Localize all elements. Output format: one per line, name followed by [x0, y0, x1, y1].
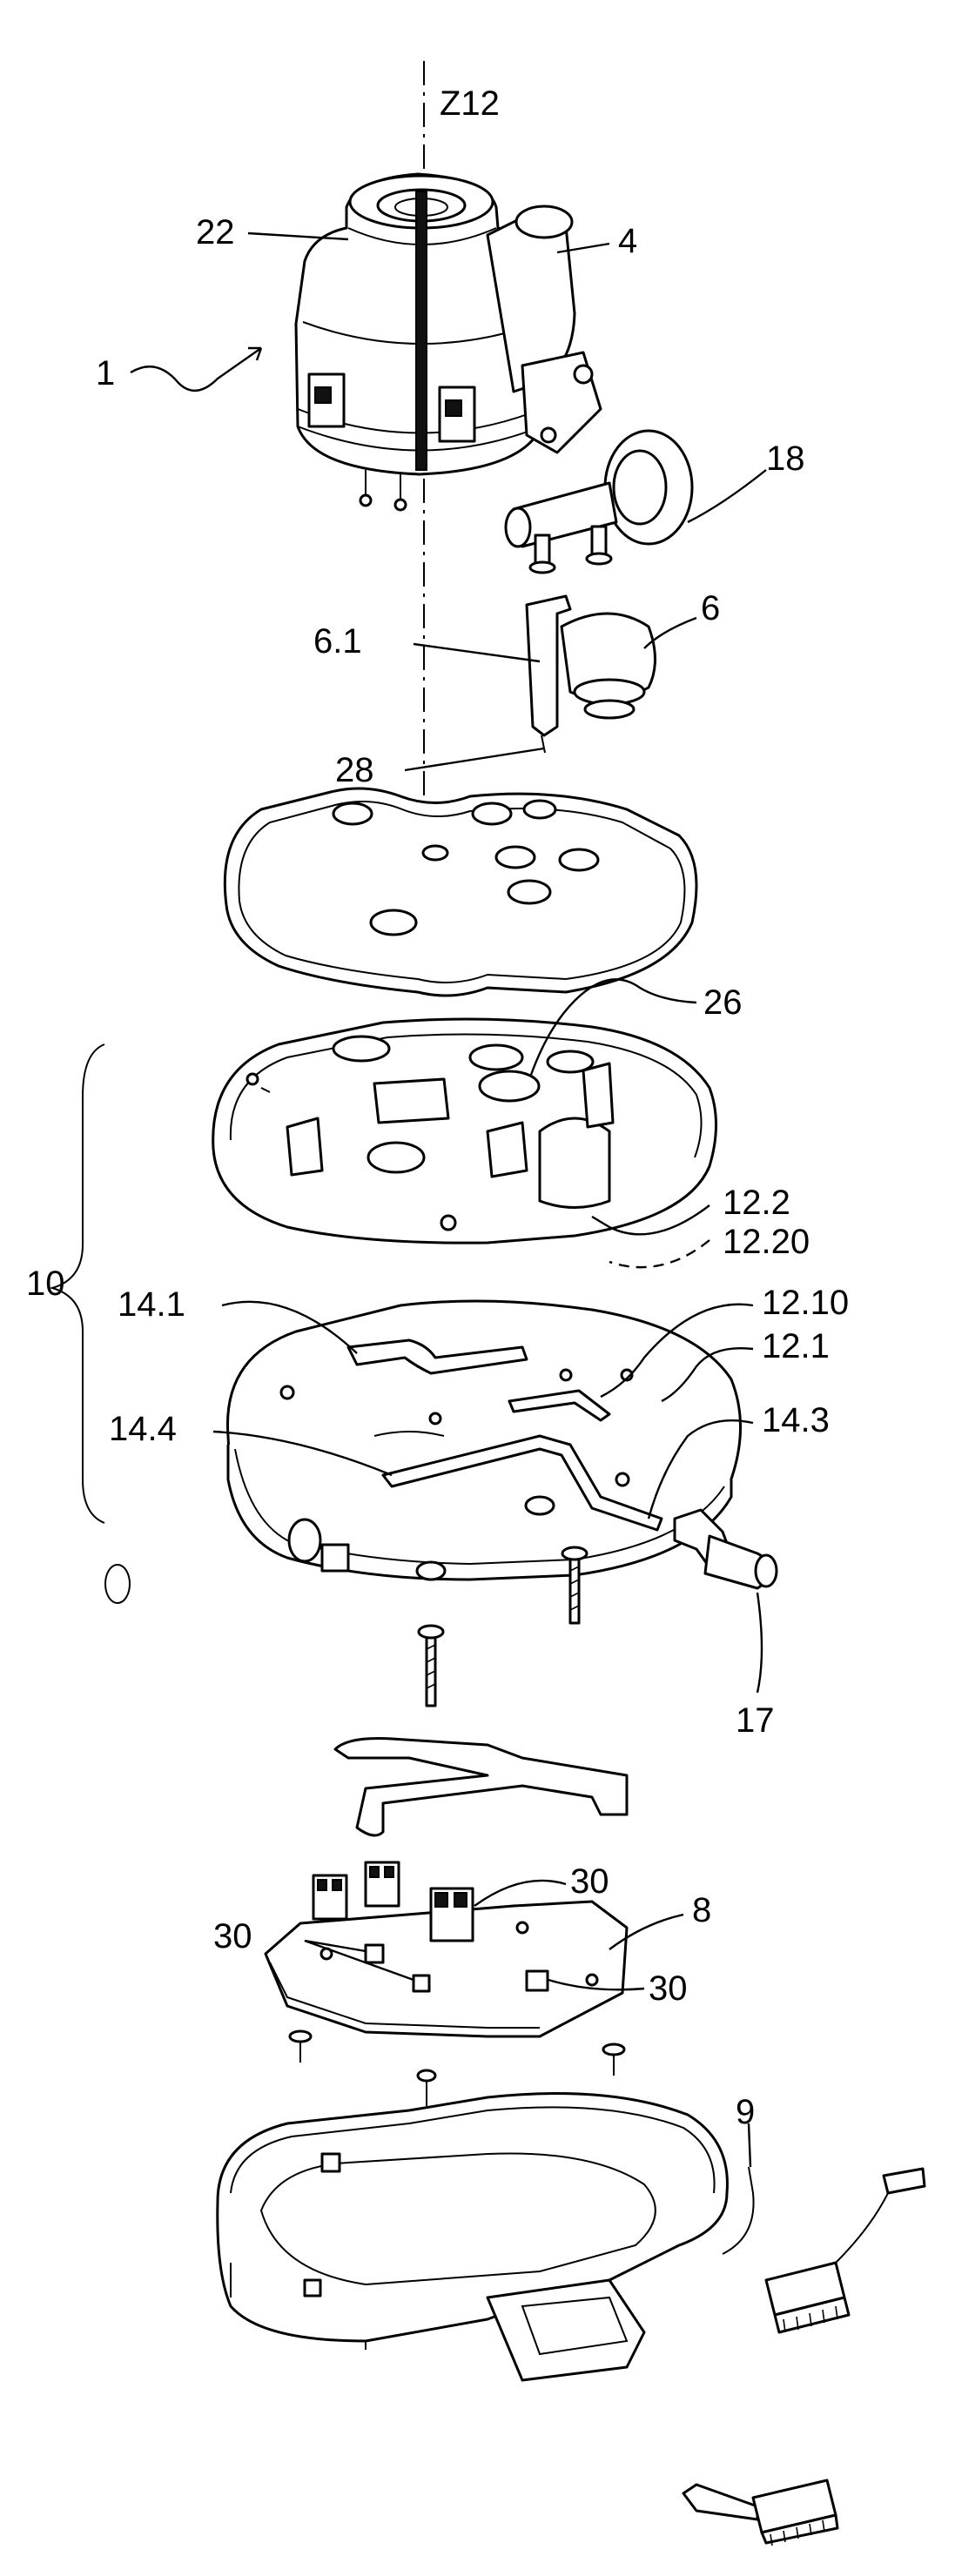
- ref-label-30-b: 30: [213, 1917, 252, 1955]
- ref-label-28: 28: [335, 751, 374, 789]
- ref-label-12-2: 12.2: [723, 1184, 790, 1222]
- sensor-6: [527, 596, 656, 753]
- ref-label-4: 4: [618, 222, 637, 260]
- ref-label-26: 26: [703, 983, 743, 1022]
- o-ring: [105, 1565, 130, 1603]
- bottom-housing: [218, 2070, 728, 2380]
- leader-1: [131, 348, 261, 391]
- connector-17: [675, 1510, 777, 1588]
- ref-label-6-1: 6.1: [313, 622, 362, 661]
- base-plate-12-1: [227, 1301, 740, 1706]
- ref-label-18: 18: [766, 439, 805, 478]
- ref-label-17: 17: [736, 1701, 775, 1740]
- ref-label-12-10: 12.10: [762, 1284, 849, 1322]
- valve-18: [506, 431, 692, 573]
- leader-28: [405, 748, 544, 770]
- ref-label-22: 22: [196, 213, 235, 252]
- leader-30a: [474, 1881, 566, 1906]
- housing-shell-12-2: [213, 1019, 716, 1243]
- seal-plate: [225, 788, 696, 996]
- ref-label-12-1: 12.1: [762, 1327, 830, 1365]
- cable-plug-9: [723, 2167, 925, 2332]
- ref-label-30-c: 30: [649, 1969, 688, 2008]
- leader-17: [757, 1593, 762, 1693]
- ref-label-8: 8: [692, 1891, 711, 1929]
- loose-plug: [683, 2480, 837, 2546]
- ref-label-30-a: 30: [570, 1862, 609, 1901]
- ref-label-1: 1: [96, 354, 115, 392]
- leader-6-1: [414, 644, 540, 661]
- ref-label-12-20: 12.20: [723, 1223, 810, 1261]
- ref-label-14-4: 14.4: [109, 1410, 177, 1448]
- axis-label-z12: Z12: [440, 84, 500, 123]
- ref-label-10: 10: [26, 1265, 65, 1303]
- ref-label-6: 6: [701, 589, 720, 627]
- ref-label-14-3: 14.3: [762, 1401, 830, 1439]
- flex-cable: [335, 1739, 627, 1836]
- ref-label-14-1: 14.1: [118, 1285, 185, 1324]
- ref-label-9: 9: [736, 2093, 755, 2131]
- leader-18: [688, 470, 766, 522]
- leader-12-20: [609, 1240, 710, 1267]
